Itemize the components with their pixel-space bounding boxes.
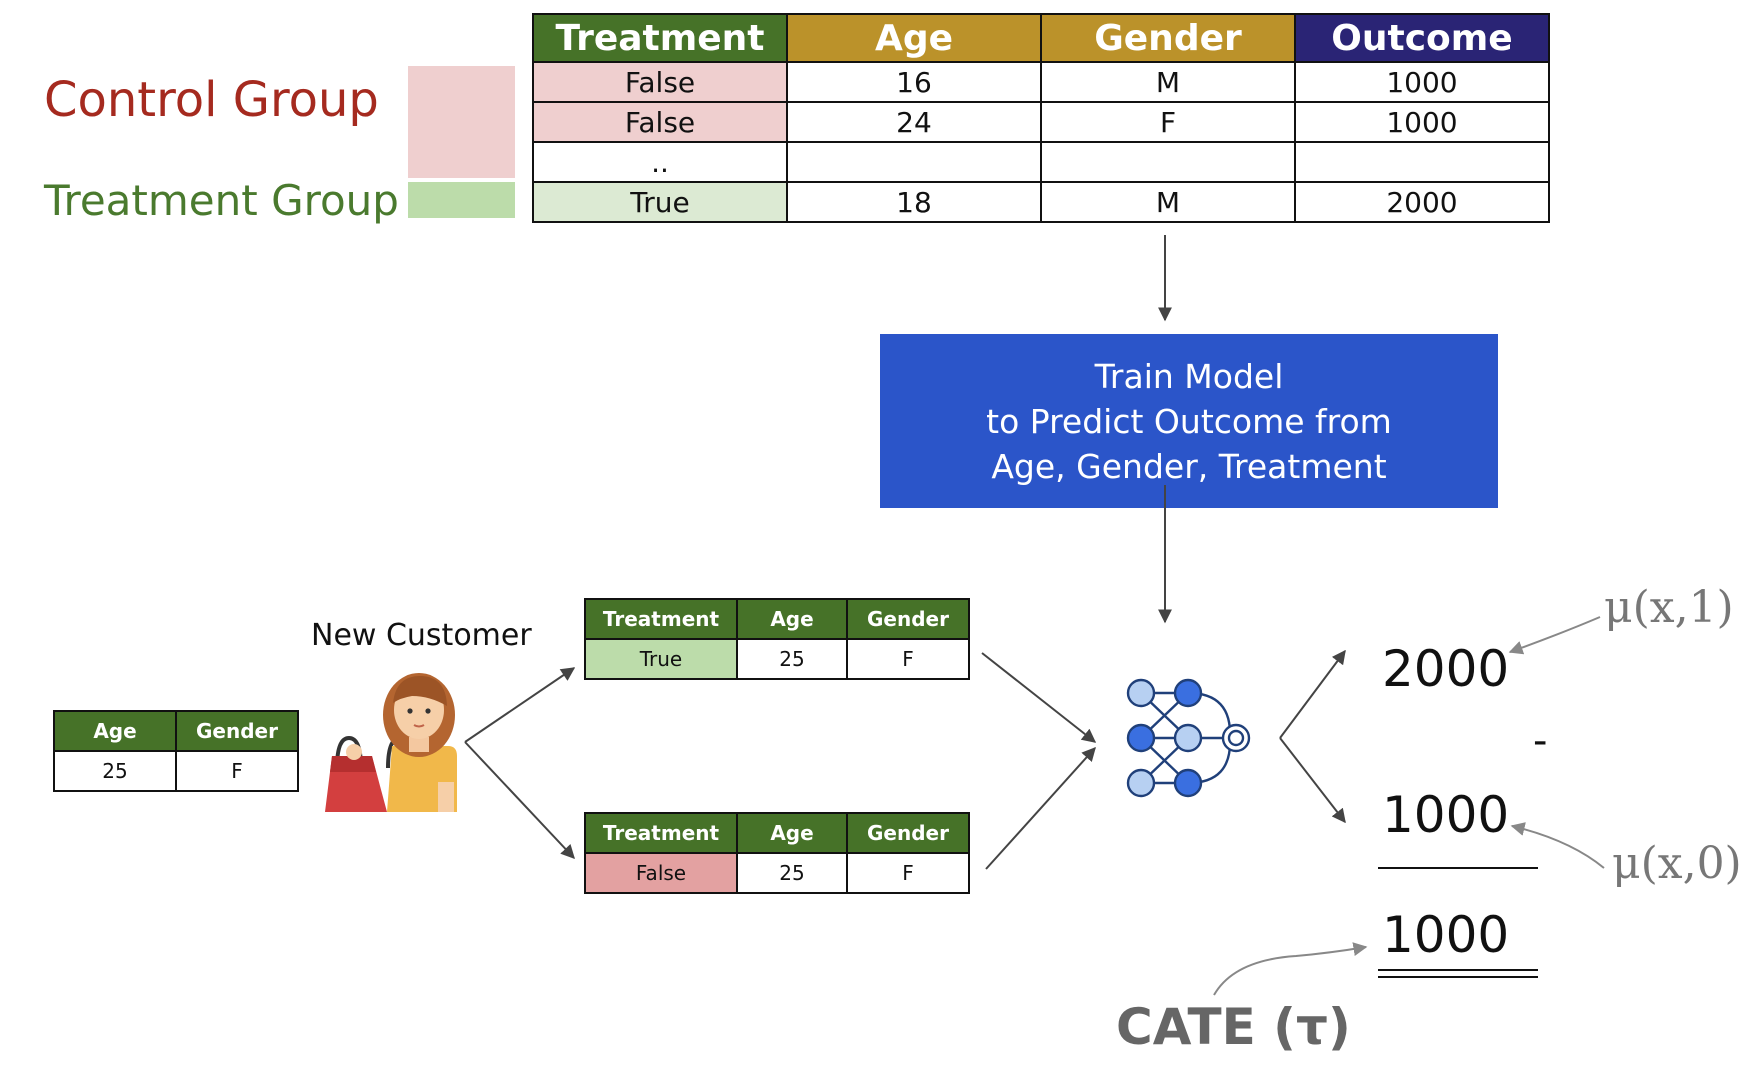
table-row: True 18 M 2000 [532, 181, 1550, 223]
table-row: False 16 M 1000 [532, 61, 1550, 103]
control-group-label: Control Group [44, 72, 379, 128]
arrow-control-to-model [985, 746, 1096, 870]
header-treatment: Treatment [584, 812, 738, 854]
header-gender: Gender [846, 812, 970, 854]
cell-age: 16 [786, 61, 1042, 103]
neural-network-icon [1126, 678, 1251, 798]
arrow-customer-to-treated [464, 667, 576, 743]
header-gender: Gender [1040, 13, 1296, 63]
header-age: Age [53, 710, 177, 752]
cell-empty [786, 141, 1042, 183]
cate-value: 1000 [1382, 906, 1510, 964]
cell-empty [1040, 141, 1296, 183]
treatment-swatch [408, 182, 515, 218]
cell-treatment: False [532, 101, 788, 143]
arrow-model-to-control-value [1279, 737, 1346, 824]
header-gender: Gender [175, 710, 299, 752]
cell-treatment: False [584, 852, 738, 894]
header-age: Age [736, 598, 848, 640]
table-header-row: Age Gender [53, 710, 299, 752]
cell-age: 24 [786, 101, 1042, 143]
shopper-icon [325, 673, 457, 812]
new-customer-table: Age Gender 25 F [53, 710, 299, 792]
cell-empty [1294, 141, 1550, 183]
cell-treatment: False [532, 61, 788, 103]
cell-gender: F [846, 852, 970, 894]
cell-gender: F [1040, 101, 1296, 143]
pointer-mu-treated [1508, 616, 1601, 655]
header-age: Age [736, 812, 848, 854]
control-prediction-value: 1000 [1382, 786, 1510, 844]
arrow-treated-to-model [981, 652, 1097, 743]
table-row: 25 F [53, 750, 299, 792]
table-row-ellipsis: .. [532, 141, 1550, 183]
train-line-3: Age, Gender, Treatment [991, 446, 1387, 486]
control-scenario-table: Treatment Age Gender False 25 F [584, 812, 970, 894]
header-treatment: Treatment [532, 13, 788, 63]
cell-gender: M [1040, 61, 1296, 103]
cell-gender: F [175, 750, 299, 792]
cell-age: 25 [736, 852, 848, 894]
pointer-mu-control [1510, 822, 1605, 869]
cell-outcome: 1000 [1294, 101, 1550, 143]
table-header-row: Treatment Age Gender Outcome [532, 13, 1550, 63]
cell-age: 18 [786, 181, 1042, 223]
cell-ellipsis: .. [532, 141, 788, 183]
minus-sign: - [1533, 718, 1548, 764]
header-age: Age [786, 13, 1042, 63]
arrow-customer-to-control [464, 741, 575, 860]
arrow-model-to-treated-value [1279, 649, 1346, 739]
treated-scenario-table: Treatment Age Gender True 25 F [584, 598, 970, 680]
table-header-row: Treatment Age Gender [584, 598, 970, 640]
table-row: True 25 F [584, 638, 970, 680]
table-row: False 24 F 1000 [532, 101, 1550, 143]
cell-gender: F [846, 638, 970, 680]
header-treatment: Treatment [584, 598, 738, 640]
mu-control-label: μ(x,0) [1612, 838, 1742, 889]
cate-label: CATE (τ) [1116, 998, 1351, 1056]
train-line-1: Train Model [1094, 356, 1284, 396]
cell-outcome: 2000 [1294, 181, 1550, 223]
new-customer-label: New Customer [311, 618, 532, 653]
table-header-row: Treatment Age Gender [584, 812, 970, 854]
training-data-table: Treatment Age Gender Outcome False 16 M … [532, 13, 1550, 223]
treatment-group-label: Treatment Group [44, 176, 399, 225]
cell-age: 25 [53, 750, 177, 792]
treated-prediction-value: 2000 [1382, 640, 1510, 698]
mu-treated-label: μ(x,1) [1604, 582, 1734, 633]
pointer-cate [1213, 942, 1368, 996]
cell-treatment: True [584, 638, 738, 680]
cell-age: 25 [736, 638, 848, 680]
cell-outcome: 1000 [1294, 61, 1550, 103]
cell-treatment: True [532, 181, 788, 223]
train-line-2: to Predict Outcome from [986, 401, 1392, 441]
cell-gender: M [1040, 181, 1296, 223]
control-swatch [408, 66, 515, 178]
table-row: False 25 F [584, 852, 970, 894]
header-outcome: Outcome [1294, 13, 1550, 63]
train-model-box: Train Model to Predict Outcome from Age,… [880, 334, 1498, 508]
header-gender: Gender [846, 598, 970, 640]
